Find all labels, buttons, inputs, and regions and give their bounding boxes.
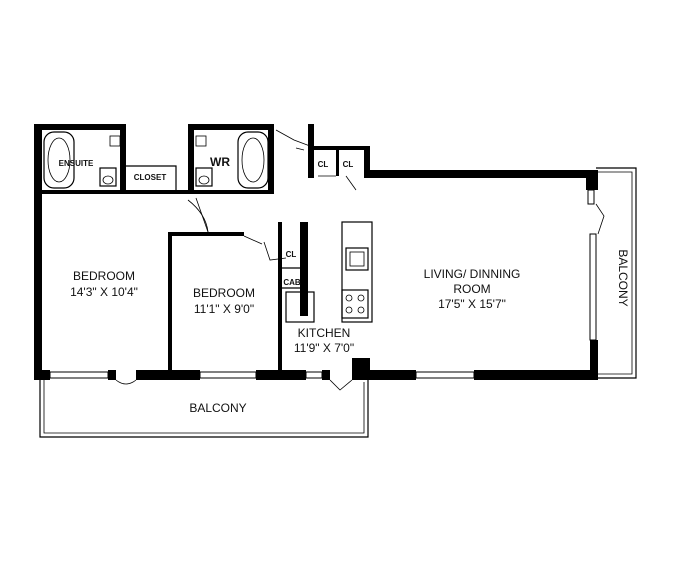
balcony-bottom-label: BALCONY (189, 401, 246, 415)
living-label: LIVING/ DINNING (424, 267, 521, 281)
windows-bottom (49, 371, 475, 379)
kitchen-size: 11'9" X 7'0" (294, 341, 354, 355)
window-right (587, 189, 597, 341)
balcony-bottom-outline (39, 378, 369, 438)
wr-label: WR (210, 155, 230, 169)
exterior-walls (34, 124, 598, 380)
living-size: 17'5" X 15'7" (438, 297, 506, 311)
cl-label-1: CL (318, 160, 329, 169)
bedroom-second-size: 11'1" X 9'0" (194, 302, 254, 316)
toilet-ensuite-icon (99, 167, 117, 187)
balcony-right-label: BALCONY (616, 249, 630, 306)
cl-label-2: CL (343, 160, 354, 169)
kitchen-sink-icon (345, 247, 369, 271)
bedroom-main-size: 14'3" X 10'4" (70, 285, 138, 299)
closet-label: CLOSET (134, 173, 167, 182)
cl-label-3: CL (286, 250, 297, 259)
interior-walls (40, 150, 373, 372)
bathtub-wr-icon (237, 131, 269, 189)
toilet-wr-icon (195, 167, 213, 187)
ensuite-label: ENSUITE (59, 159, 94, 168)
doors (115, 129, 605, 391)
sink-icon (109, 135, 207, 147)
bedroom-second-label: BEDROOM (193, 286, 255, 300)
stove-icon (341, 289, 369, 319)
bathtub-ensuite-icon (43, 131, 75, 189)
kitchen-label: KITCHEN (298, 326, 351, 340)
cab-label: CAB (283, 278, 301, 287)
bedroom-main-label: BEDROOM (73, 269, 135, 283)
balcony-right-outline (596, 167, 637, 379)
living-label-2: ROOM (453, 282, 490, 296)
